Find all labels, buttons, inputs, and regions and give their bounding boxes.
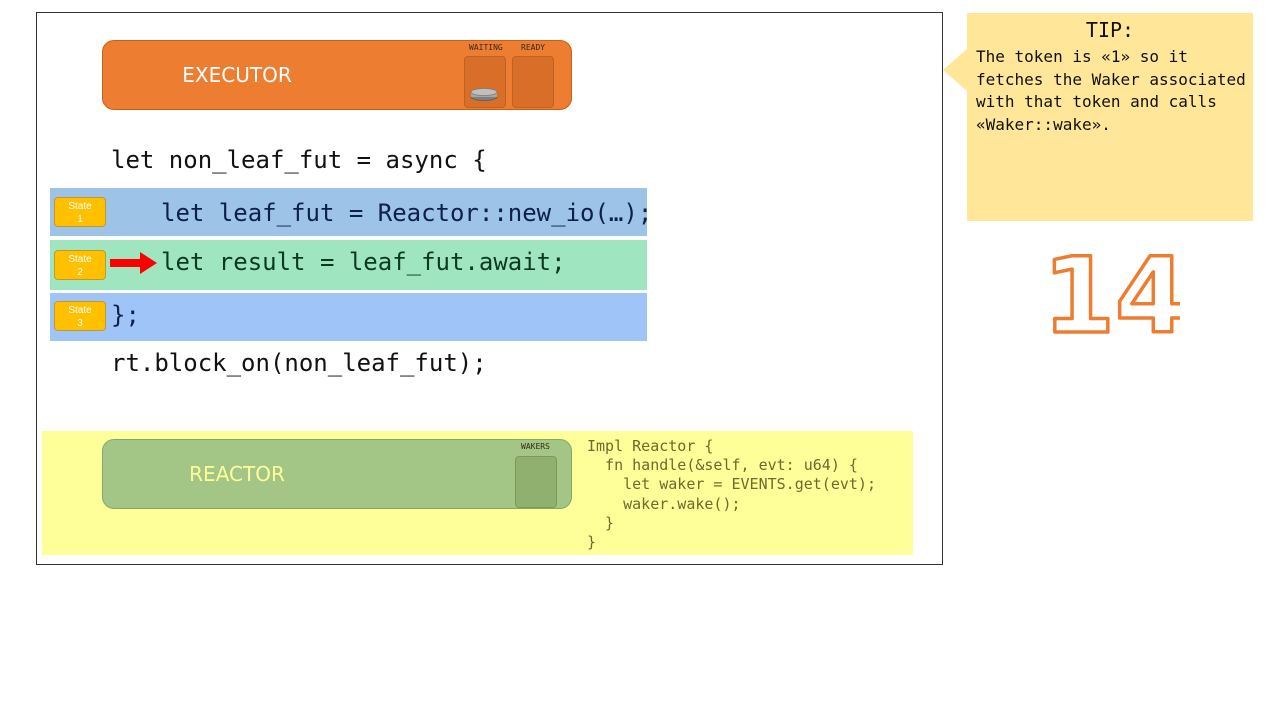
code-line-3: let result = leaf_fut.await; <box>161 248 566 276</box>
tip-title: TIP: <box>1085 18 1135 42</box>
ready-label: READY <box>521 43 546 52</box>
slide-number-text: 14 <box>1050 236 1180 346</box>
executor-label: EXECUTOR <box>182 63 292 87</box>
token-icon <box>470 88 498 101</box>
state-1-row <box>50 188 647 236</box>
current-state-arrow-icon <box>110 252 157 274</box>
code-line-1: let non_leaf_fut = async { <box>111 146 487 174</box>
reactor-box <box>102 439 572 509</box>
tip-body: The token is «1» so it fetches the Waker… <box>976 47 1246 134</box>
state-3-row <box>50 293 647 341</box>
tip-pointer <box>943 49 967 91</box>
ready-queue <box>512 56 554 108</box>
code-line-4: }; <box>111 301 140 329</box>
slide-number: 14 <box>1050 236 1180 346</box>
wakers-label: WAKERS <box>521 442 550 451</box>
wakers-store <box>515 456 557 508</box>
code-line-5: rt.block_on(non_leaf_fut); <box>111 349 487 377</box>
waiting-label: WAITING <box>469 43 503 52</box>
reactor-label: REACTOR <box>189 462 285 486</box>
reactor-impl-code: Impl Reactor { fn handle(&self, evt: u64… <box>587 437 876 552</box>
code-line-2: let leaf_fut = Reactor::new_io(…); <box>161 199 653 227</box>
tip-callout <box>967 13 1253 221</box>
